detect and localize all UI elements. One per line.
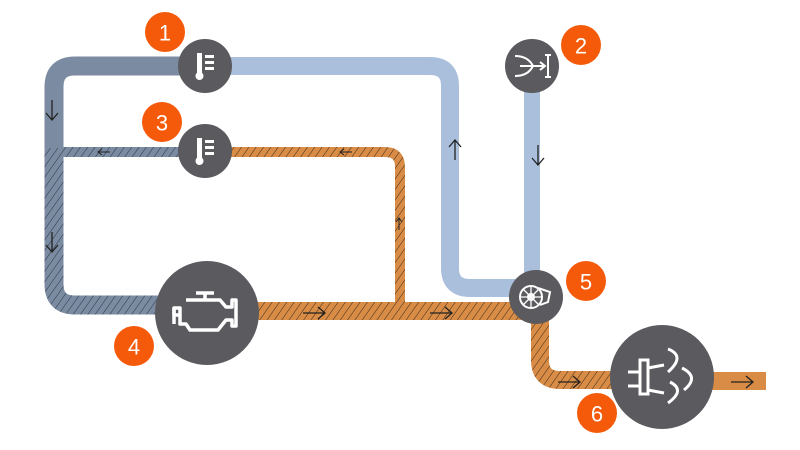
- svg-text:6: 6: [591, 402, 603, 427]
- coolant-pipe-light: [205, 57, 530, 297]
- badge-3: 3: [142, 102, 182, 142]
- exhaust-pipe-turbo-out: [531, 300, 660, 389]
- node-5-turbocharger[interactable]: [509, 270, 563, 324]
- arrow-up-icon: [448, 139, 462, 160]
- arrow-down-icon: [531, 145, 545, 166]
- badge-6: 6: [577, 393, 617, 433]
- node-6-exhaust-aftertreatment[interactable]: [610, 325, 714, 429]
- air-intake-icon: [514, 54, 551, 78]
- thermometer-sensor-icon: [195, 53, 214, 80]
- arrow-right-icon: [558, 375, 581, 389]
- arrow-down-icon: [45, 232, 59, 253]
- badge-1: 1: [145, 12, 185, 52]
- svg-text:5: 5: [580, 270, 592, 295]
- svg-text:3: 3: [156, 111, 168, 136]
- node-4-engine[interactable]: [155, 261, 259, 365]
- svg-text:2: 2: [575, 34, 587, 59]
- arrow-down-icon: [45, 100, 59, 121]
- arrow-right-icon: [430, 306, 453, 320]
- node-2-air-intake[interactable]: [505, 39, 559, 93]
- coolant-pipe-dark: [44, 56, 205, 150]
- coolant-pipe-hatched: [44, 148, 200, 315]
- node-1-temperature-sensor[interactable]: [178, 39, 232, 93]
- arrow-right-icon: [731, 375, 754, 389]
- badge-4: 4: [114, 326, 154, 366]
- arrow-left-icon: [339, 148, 352, 156]
- badge-2: 2: [561, 25, 601, 65]
- svg-text:1: 1: [159, 21, 171, 46]
- arrow-up-icon: [395, 217, 403, 230]
- arrow-left-icon: [97, 148, 110, 156]
- engine-icon: [172, 291, 238, 332]
- turbocharger-icon: [519, 285, 552, 309]
- svg-text:4: 4: [128, 335, 140, 360]
- badge-5: 5: [566, 261, 606, 301]
- node-3-temperature-sensor[interactable]: [178, 124, 232, 178]
- arrow-right-icon: [303, 306, 326, 320]
- bypass-pipe-orange: [205, 147, 405, 310]
- thermometer-sensor-icon: [195, 138, 214, 165]
- exhaust-aftertreatment-icon: [628, 347, 693, 405]
- flow-arrows: [45, 100, 754, 389]
